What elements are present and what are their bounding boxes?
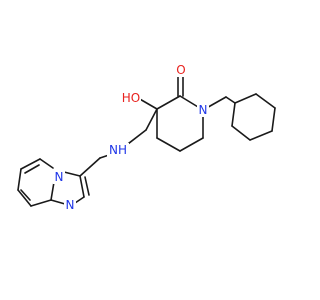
bond-lines bbox=[17, 75, 276, 207]
bond bbox=[156, 95, 181, 110]
bond bbox=[20, 158, 41, 170]
bond bbox=[231, 125, 251, 141]
bond bbox=[84, 176, 90, 196]
atom-label: NH bbox=[109, 143, 127, 157]
bond bbox=[79, 175, 85, 198]
bond bbox=[225, 96, 236, 104]
molecule-structure: O N HO NH N N bbox=[17, 63, 276, 212]
molecule-canvas: O N HO NH N N bbox=[17, 63, 276, 212]
bond bbox=[50, 181, 55, 201]
bond bbox=[74, 196, 85, 204]
bond bbox=[17, 189, 32, 207]
oxygen-carbonyl-atom: O bbox=[175, 63, 187, 77]
bond bbox=[156, 137, 181, 152]
bond bbox=[249, 130, 273, 141]
atom-label: N bbox=[55, 170, 64, 184]
hydroxyl-atom: HO bbox=[121, 91, 141, 105]
bond bbox=[30, 199, 52, 207]
nitrogen-amine-atom: NH bbox=[107, 143, 129, 157]
bond bbox=[255, 93, 276, 109]
bond bbox=[145, 108, 158, 131]
bond bbox=[234, 93, 257, 104]
atom-label: N bbox=[66, 198, 75, 212]
nitrogen-lactam-atom: N bbox=[197, 103, 209, 117]
nitrogen-imidazole-atom: N bbox=[64, 198, 76, 212]
bond bbox=[24, 164, 40, 174]
nitrogen-bridgehead-atom: N bbox=[53, 170, 65, 184]
bond bbox=[179, 137, 204, 152]
atom-label: O bbox=[176, 63, 185, 77]
bond bbox=[17, 168, 22, 191]
bond bbox=[79, 157, 101, 177]
atom-label: HO bbox=[122, 91, 140, 105]
atom-labels: O N HO NH N N bbox=[53, 63, 209, 212]
bond bbox=[137, 97, 158, 110]
bond bbox=[39, 158, 54, 169]
bond bbox=[231, 102, 236, 127]
bond bbox=[63, 171, 81, 177]
bond bbox=[271, 107, 276, 132]
bond bbox=[50, 199, 66, 205]
atom-label: N bbox=[199, 103, 208, 117]
bond bbox=[20, 189, 31, 201]
